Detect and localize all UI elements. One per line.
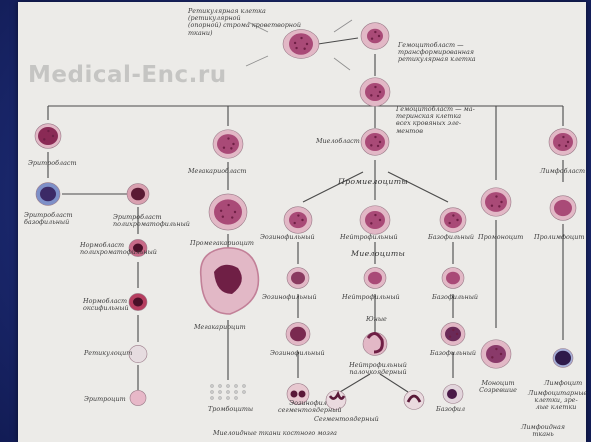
platelet-dot — [234, 396, 237, 399]
myeloblast-top — [361, 129, 389, 156]
ma-neu-l — [340, 374, 370, 392]
label-pro-bas: Базофильный — [428, 234, 474, 241]
label-promonocyte: Промоноцит — [478, 234, 523, 241]
label-meta-bas: Базофильный — [430, 350, 476, 357]
erythroblast-poly-cell — [127, 184, 149, 205]
label-promegakaryocyte: Промегакариоцит — [190, 240, 254, 247]
label-normoblast-poly: Нормобласт полихроматофильный — [80, 242, 157, 256]
label-band: Нейтрофильный палочкоядерный — [348, 362, 408, 376]
platelet-dot — [218, 396, 221, 399]
label-lymphoblast: Лимфобласт — [540, 168, 585, 175]
label-erythroblast: Эритробласт — [28, 160, 77, 167]
label-my-neu: Нейтрофильный — [342, 294, 400, 301]
label-reticular: Ретикулярная клетка (ретикулярной (опорн… — [188, 8, 313, 37]
prolymphocyte-cell — [550, 196, 576, 221]
promonocyte-cell — [481, 188, 511, 217]
platelet-dot — [210, 390, 213, 393]
label-my-bas: Базофильный — [432, 294, 478, 301]
hematopoiesis-diagram — [18, 2, 586, 442]
label-megakaryoblast: Мегакариобласт — [188, 168, 246, 175]
erythroblast-cell — [35, 124, 61, 149]
erythrocyte-cell — [130, 390, 146, 405]
meta-bas-cell — [441, 323, 465, 346]
label-erythrocyte: Эритроцит — [84, 396, 126, 403]
platelet-dot — [210, 396, 213, 399]
label-monocyte: Моноцит Созревшие — [478, 380, 518, 394]
label-prolymphocyte: Пролимфоцит — [534, 234, 584, 241]
label-erythroblast-poly: Эритробласт полихроматофильный — [113, 214, 190, 228]
label-myeloid-tissue: Миелоидные ткани костного мозга — [213, 430, 337, 437]
platelet-dot — [242, 384, 245, 387]
platelet-dot — [234, 390, 237, 393]
platelet-dot — [226, 396, 229, 399]
label-lymph-note: Лимфоцитарные клетки, зре- лые клетки — [528, 390, 584, 412]
platelet-dot — [226, 390, 229, 393]
label-megakaryocyte: Мегакариоцит — [194, 324, 246, 331]
myelocyte-eos-cell — [287, 268, 309, 289]
platelet-dot — [234, 384, 237, 387]
label-lymphocyte: Лимфоцит — [544, 380, 582, 387]
promyelocyte-eos-cell — [284, 207, 312, 234]
label-myeloblast: Миелобласт — [316, 138, 360, 145]
label-lymphoid-tissue: Лимфоидная ткань — [518, 424, 568, 438]
label-normoblast-oxy: Нормобласт оксифильный — [83, 298, 129, 312]
label-eos-seg: Эозинофил сегментоядерный — [278, 400, 338, 414]
promegakaryocyte-cell — [209, 194, 247, 230]
normoblast-oxy-cell — [129, 293, 147, 310]
myelocyte-bas-cell — [442, 268, 464, 289]
meta-eos-cell — [286, 323, 310, 346]
hematopoiesis-slide: Medical-Enc.ru — [18, 2, 586, 442]
label-reticulocyte: Ретикулоцит — [84, 350, 132, 357]
eos-lobe-1 — [291, 391, 298, 398]
platelet-dot — [210, 384, 213, 387]
basophil-nucleus — [447, 389, 457, 399]
label-young: Юные — [366, 316, 387, 323]
label-erythroblast-basophil: Эритробласт базофильный — [24, 212, 73, 226]
band-cell — [404, 391, 424, 410]
megakaryoblast-cell — [213, 130, 243, 159]
label-myelocytes: Миелоциты — [351, 250, 405, 259]
platelet-dot — [226, 384, 229, 387]
label-basophil: Базофил — [436, 406, 465, 413]
label-meta-eos: Эозинофильный — [270, 350, 325, 357]
platelet-dot — [242, 390, 245, 393]
label-my-eos: Эозинофильный — [262, 294, 317, 301]
hemocytoblast-transformed — [361, 23, 389, 50]
arrow-reticular-to-hemocytoblast — [318, 38, 358, 44]
label-hemocytoblast: Гемоцитобласт — трансформированная ретик… — [398, 42, 503, 64]
platelet-dot — [218, 390, 221, 393]
eos-lobe-2 — [299, 391, 306, 398]
ma-neu-r — [380, 374, 408, 392]
myelocyte-neu-cell — [364, 268, 386, 289]
lymphoblast-cell — [549, 129, 577, 156]
promyelocyte-neu-cell — [360, 206, 390, 235]
promyelocyte-bas-cell — [440, 208, 466, 233]
label-promyelocytes: Промиелоциты — [338, 178, 408, 187]
monocyte-cell — [481, 340, 511, 369]
hemocytoblast — [360, 78, 390, 107]
label-hemocytoblast-mother: Гемоцитобласт — ма- теринская клетка все… — [396, 106, 491, 135]
erythroblast-basophil-cell — [36, 183, 60, 206]
platelet-dot — [218, 384, 221, 387]
label-neu-seg: Сегментоядерный — [314, 416, 379, 423]
label-pro-neu: Нейтрофильный — [340, 234, 398, 241]
label-pro-eos: Эозинофильный — [260, 234, 315, 241]
lymphocyte-cell — [553, 349, 573, 368]
label-platelets: Тромбоциты — [208, 406, 253, 413]
